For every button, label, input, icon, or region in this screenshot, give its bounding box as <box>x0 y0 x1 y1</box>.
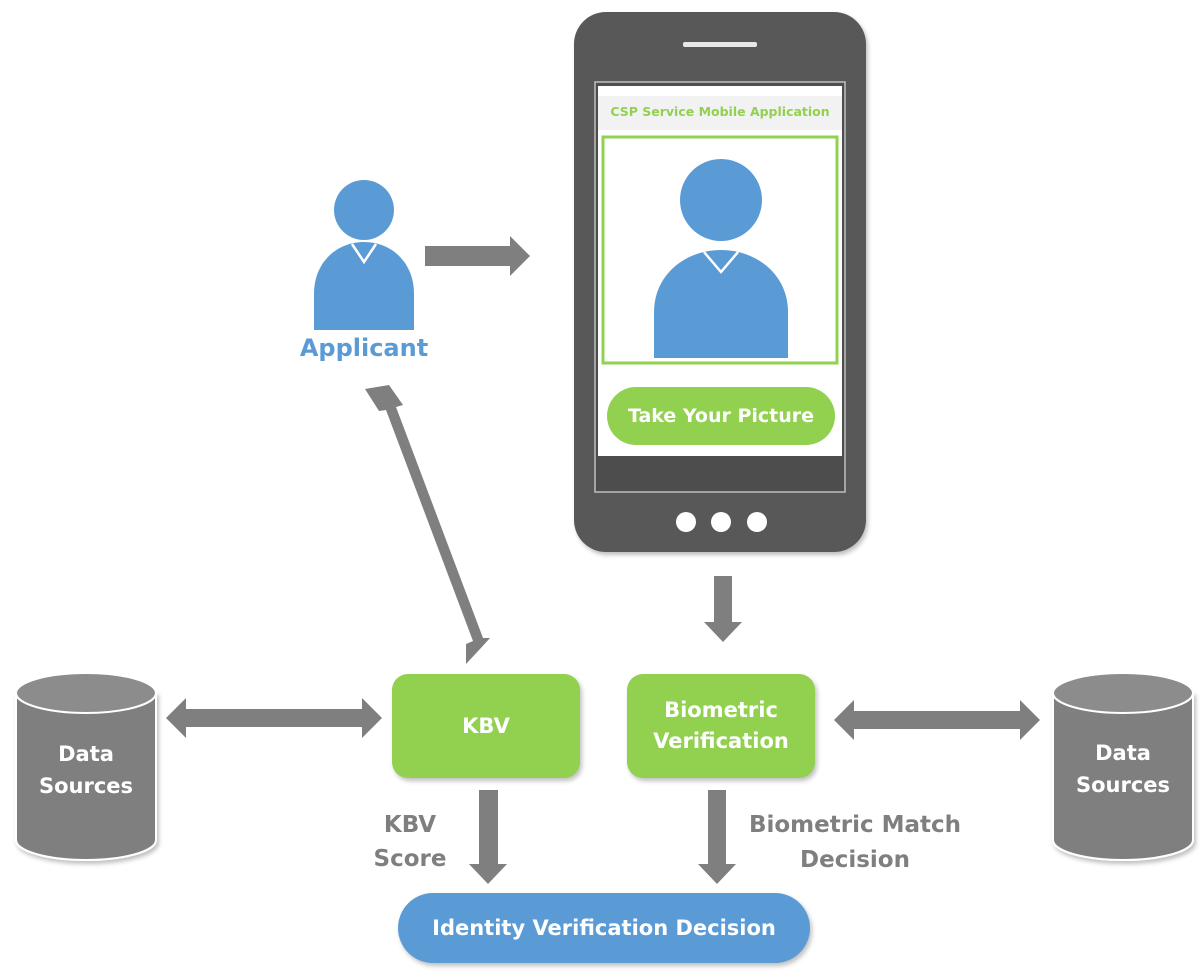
applicant-icon <box>314 180 414 330</box>
biometric-match-line2: Decision <box>800 847 910 873</box>
app-title: CSP Service Mobile Application <box>610 104 830 119</box>
arrow-biometric-datasources <box>834 700 1040 740</box>
take-picture-button[interactable]: Take Your Picture <box>607 387 835 445</box>
applicant-label: Applicant <box>299 334 429 362</box>
data-sources-left-line1: Data <box>58 742 114 766</box>
kbv-box: KBV <box>392 674 580 778</box>
database-icon-right <box>1052 672 1194 861</box>
biometric-verification-box: Biometric Verification <box>627 674 815 778</box>
biometric-match-line1: Biometric Match <box>748 812 962 838</box>
phone-nav-dot-3 <box>747 512 767 532</box>
biometric-line1: Biometric <box>664 698 778 722</box>
data-sources-left-line2: Sources <box>38 774 134 798</box>
identity-verification-decision: Identity Verification Decision <box>398 893 810 963</box>
kbv-score-label: KBV Score <box>350 808 470 876</box>
data-sources-right-line1: Data <box>1095 741 1151 765</box>
kbv-score-line2: Score <box>373 846 447 872</box>
kbv-score-line1: KBV <box>383 812 437 838</box>
arrow-biometric-to-decision <box>698 790 736 884</box>
arrow-kbv-to-decision <box>469 790 507 884</box>
biometric-line2: Verification <box>653 729 789 753</box>
database-icon-left <box>15 672 157 861</box>
app-title-bar <box>598 96 842 130</box>
data-sources-right-label: Data Sources <box>1053 737 1193 801</box>
data-sources-right-line2: Sources <box>1075 773 1171 797</box>
arrow-kbv-datasources <box>166 698 382 738</box>
phone-speaker <box>683 42 757 47</box>
person-icon <box>654 159 788 358</box>
phone-nav-dot-1 <box>676 512 696 532</box>
biometric-match-label: Biometric Match Decision <box>740 808 970 878</box>
phone-nav-dot-2 <box>711 512 731 532</box>
arrow-phone-to-biometric <box>704 576 742 642</box>
arrow-applicant-to-phone <box>425 236 530 276</box>
data-sources-left-label: Data Sources <box>16 738 156 802</box>
arrow-applicant-kbv <box>365 385 490 664</box>
arrows <box>166 236 1040 884</box>
